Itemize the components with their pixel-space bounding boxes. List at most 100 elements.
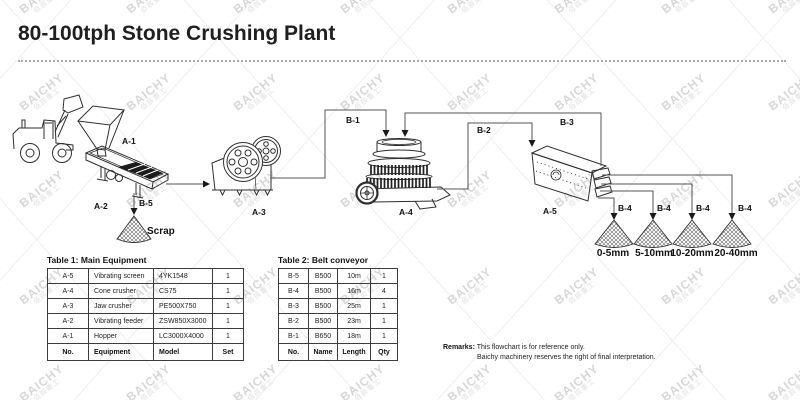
table-cell: Jaw crusher	[88, 298, 154, 314]
table-cell: 1	[370, 328, 398, 344]
table-cell: 1	[212, 283, 244, 299]
scrap-pile	[116, 215, 152, 243]
scrap-label: Scrap	[147, 226, 175, 237]
table-cell: 16m	[337, 283, 371, 299]
output-size-label: 5-10mm	[635, 248, 673, 259]
jaw-crusher-label: A-3	[252, 207, 266, 217]
conveyor-b1-label: B-1	[346, 115, 360, 125]
remarks-line2: Baichy machinery reserves the right of f…	[477, 354, 656, 361]
table-row: B-3 B500 25m 1	[278, 298, 398, 314]
table-header-cell: Model	[153, 343, 213, 361]
vibrating-feeder-drawing	[84, 145, 170, 199]
conveyor-b3-label: B-3	[560, 117, 574, 127]
output4-line	[602, 174, 733, 213]
hopper-drawing	[76, 105, 126, 157]
page-title: 80-100tph Stone Crushing Plant	[18, 22, 336, 45]
table-row: A-1 Hopper LC3000X4000 1	[47, 328, 244, 344]
table-cell: 1	[212, 328, 244, 344]
table-cell: B-5	[278, 268, 309, 284]
table-row: B-4 B500 16m 4	[278, 283, 398, 299]
belt-conveyor-section: Table 2: Belt conveyor B-5 B500 10m 1 B-…	[278, 255, 398, 361]
table-cell: A-5	[47, 268, 89, 284]
conveyor-b4-label: B-4	[618, 203, 632, 213]
cone-crusher-drawing	[355, 138, 451, 210]
pile-5-10mm	[633, 219, 673, 248]
conveyor-b2-label: B-2	[477, 125, 491, 135]
remarks-label: Remarks:	[443, 344, 475, 351]
table-row: A-3 Jaw crusher PE500X750 1	[47, 298, 244, 314]
table-header-cell: Length	[337, 343, 371, 361]
table-row: A-4 Cone crusher CS75 1	[47, 283, 244, 299]
table-cell: B-3	[278, 298, 309, 314]
table-row: B-2 B500 23m 1	[278, 313, 398, 329]
table-cell: Vibrating feeder	[88, 313, 154, 329]
table-row: B-5 B500 10m 1	[278, 268, 398, 284]
table-cell: Vibrating screen	[88, 268, 154, 284]
conveyor-b4-label: B-4	[696, 203, 710, 213]
table-cell: 25m	[337, 298, 371, 314]
pile-0-5mm	[594, 219, 634, 248]
table-cell: Cone crusher	[88, 283, 154, 299]
title-separator	[18, 60, 786, 62]
table-cell: B-1	[278, 328, 309, 344]
stockpiles	[116, 215, 752, 248]
table-cell: Hopper	[88, 328, 154, 344]
b2-conveyor-line	[437, 122, 533, 190]
output-size-label: 20-40mm	[714, 248, 758, 259]
table-cell: A-2	[47, 313, 89, 329]
remarks-text1: This flowchart is for reference only.	[476, 344, 585, 351]
table-header-cell: Set	[212, 343, 244, 361]
table-header-cell: No.	[278, 343, 309, 361]
main-equipment-section: Table 1: Main Equipment A-5 Vibrating sc…	[47, 255, 244, 361]
table-cell: 4	[370, 283, 398, 299]
flow-arrowheads	[130, 130, 736, 220]
table-row: B-1 B650 18m 1	[278, 328, 398, 344]
table2-title: Table 2: Belt conveyor	[278, 255, 369, 265]
table-cell: 1	[212, 298, 244, 314]
table-header-cell: No.	[47, 343, 89, 361]
table-cell: PE500X750	[153, 298, 213, 314]
output-size-label: 10-20mm	[670, 248, 714, 259]
table-cell: 1	[370, 268, 398, 284]
flow-lines	[133, 109, 733, 213]
table-cell: 10m	[337, 268, 371, 284]
b3-return-line	[404, 112, 602, 166]
conveyor-b5-label: B-5	[139, 198, 153, 208]
table-cell: 18m	[337, 328, 371, 344]
table-header-cell: Equipment	[88, 343, 154, 361]
b1-conveyor-line	[270, 109, 387, 179]
table-cell: 1	[212, 268, 244, 284]
table-cell: B500	[308, 298, 338, 314]
table-cell: 1	[370, 313, 398, 329]
remarks: Remarks: This flowchart is for reference…	[443, 343, 656, 363]
conveyor-b4-label: B-4	[657, 203, 671, 213]
jaw-crusher-drawing	[211, 136, 281, 197]
conveyor-b4-label: B-4	[738, 203, 752, 213]
table-cell: A-3	[47, 298, 89, 314]
table-cell: LC3000X4000	[153, 328, 213, 344]
table-cell: ZSW850X3000	[153, 313, 213, 329]
main-equipment-table: A-5 Vibrating screen 4YK1548 1 A-4 Cone …	[47, 268, 244, 361]
table-header-cell: Qty	[370, 343, 398, 361]
belt-conveyor-table: B-5 B500 10m 1 B-4 B500 16m 4 B-3 B500 2…	[278, 268, 398, 361]
pile-20-40mm	[712, 219, 752, 248]
table1-title: Table 1: Main Equipment	[47, 255, 147, 265]
table-cell: B-4	[278, 283, 309, 299]
feeder-label: A-2	[94, 201, 108, 211]
table-cell: B500	[308, 313, 338, 329]
table-cell: 1	[370, 298, 398, 314]
table-cell: B650	[308, 328, 338, 344]
table-cell: A-4	[47, 283, 89, 299]
output-size-label: 0-5mm	[596, 248, 630, 259]
table-header-cell: Name	[308, 343, 338, 361]
table-cell: 23m	[337, 313, 371, 329]
output3-line	[601, 183, 693, 213]
pile-10-20mm	[672, 219, 712, 248]
table-header-row: No. Equipment Model Set	[47, 343, 244, 361]
remarks-line1: Remarks: This flowchart is for reference…	[443, 343, 656, 353]
wheel-loader-drawing	[12, 94, 84, 163]
screen-label: A-5	[543, 206, 557, 216]
table-cell: 1	[212, 313, 244, 329]
